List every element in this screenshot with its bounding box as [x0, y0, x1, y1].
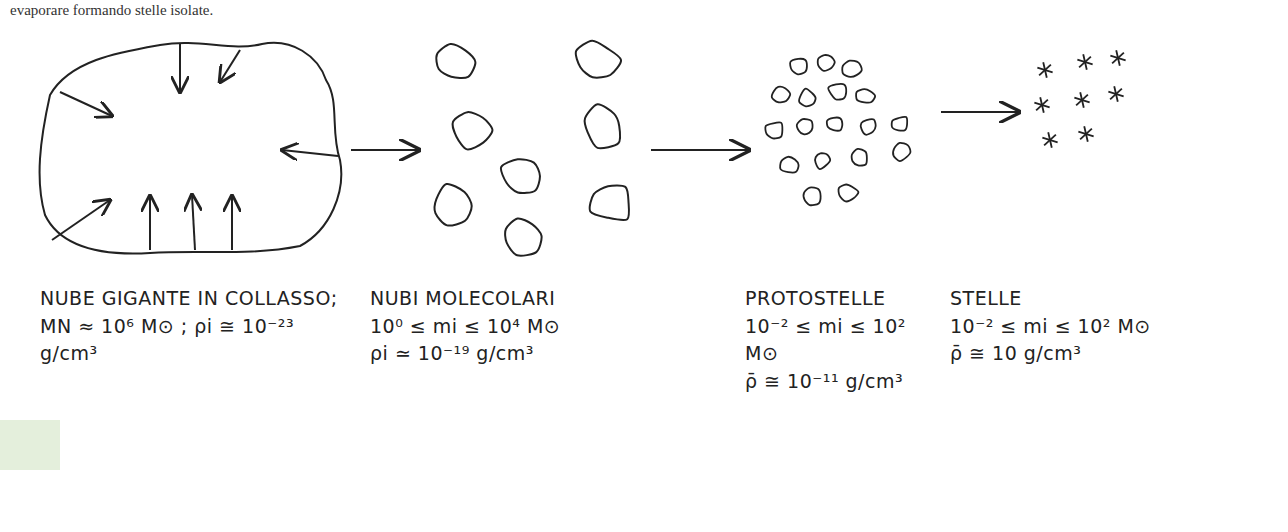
protostar-blob [780, 157, 798, 173]
star-symbol [1034, 97, 1049, 113]
protostar-blob [790, 59, 807, 75]
cloud-blob [453, 112, 493, 149]
stage-arrow [351, 149, 419, 151]
stage-caption: NUBE GIGANTE IN COLLASSO; MN ≈ 10⁶ M⊙ ; … [40, 285, 350, 368]
cloud-blob [590, 185, 629, 220]
stage-region: NUBE GIGANTE IN COLLASSO; MN ≈ 10⁶ M⊙ ; … [35, 35, 345, 257]
stage-value: ρi ≃ 10⁻¹⁹ g/cm³ [370, 340, 575, 368]
protostar-blob [828, 84, 846, 100]
protostar-blob [772, 87, 790, 103]
collapse-arrows [52, 43, 338, 250]
protostars [765, 55, 910, 205]
star-symbol [1078, 126, 1093, 142]
stage-arrow [651, 149, 749, 151]
star-symbol [1037, 62, 1052, 78]
stage-region: STELLE10⁻² ≤ mi ≤ 10² M⊙ρ̄ ≅ 10 g/cm³ [1025, 48, 1130, 158]
protostar-blob [797, 119, 813, 134]
cloud-blob [576, 41, 621, 78]
stage-name: PROTOSTELLE [745, 285, 937, 313]
stage-value: 10⁻² ≤ mi ≤ 10² M⊙ [950, 313, 1155, 341]
stage-value: 10⁰ ≤ mi ≤ 10⁴ M⊙ [370, 313, 575, 341]
cloud-blob [436, 44, 475, 78]
star-symbol [1077, 54, 1092, 70]
stars [1034, 50, 1125, 148]
cloud-blob [585, 104, 620, 148]
stage-caption: STELLE10⁻² ≤ mi ≤ 10² M⊙ρ̄ ≅ 10 g/cm³ [950, 285, 1155, 368]
protostar-blob [827, 118, 843, 131]
stage-caption: NUBI MOLECOLARI10⁰ ≤ mi ≤ 10⁴ M⊙ρi ≃ 10⁻… [370, 285, 575, 368]
protostar-blob [852, 149, 867, 166]
protostar-blob [818, 55, 835, 71]
stage-arrow [941, 111, 1019, 113]
stage-name: NUBE GIGANTE IN COLLASSO; MN ≈ 10⁶ M⊙ ; … [40, 285, 350, 368]
protostar-blob [842, 61, 862, 77]
star-symbol [1074, 92, 1089, 108]
cloud-blob [435, 184, 472, 226]
protostar-blob [765, 122, 782, 138]
stage-name: STELLE [950, 285, 1155, 313]
cloud-blob [505, 218, 542, 255]
stage-name: NUBI MOLECOLARI [370, 285, 575, 313]
smudge [0, 420, 60, 470]
star-symbol [1042, 132, 1057, 148]
stage-region: PROTOSTELLE10⁻² ≤ mi ≤ 10² M⊙ρ̄ ≅ 10⁻¹¹ … [755, 50, 935, 210]
stage-region: NUBI MOLECOLARI10⁰ ≤ mi ≤ 10⁴ M⊙ρi ≃ 10⁻… [425, 35, 645, 260]
molecular-clouds [435, 41, 629, 256]
stage-value: 10⁻² ≤ mi ≤ 10² M⊙ [745, 313, 937, 368]
star-symbol [1110, 50, 1125, 66]
protostar-blob [861, 119, 876, 135]
stage-value: ρ̄ ≅ 10⁻¹¹ g/cm³ [745, 368, 937, 396]
note-text: evaporare formando stelle isolate. [10, 2, 213, 19]
protostar-blob [892, 117, 907, 131]
protostar-blob [799, 89, 816, 107]
protostar-blob [804, 187, 821, 205]
protostar-blob [856, 89, 875, 103]
giant-cloud [40, 43, 342, 254]
protostar-blob [838, 185, 858, 202]
star-symbol [1108, 86, 1123, 102]
cloud-blob [501, 159, 540, 193]
stage-caption: PROTOSTELLE10⁻² ≤ mi ≤ 10² M⊙ρ̄ ≅ 10⁻¹¹ … [745, 285, 937, 395]
stage-value: ρ̄ ≅ 10 g/cm³ [950, 340, 1155, 368]
protostar-blob [893, 143, 910, 161]
protostar-blob [815, 153, 830, 169]
